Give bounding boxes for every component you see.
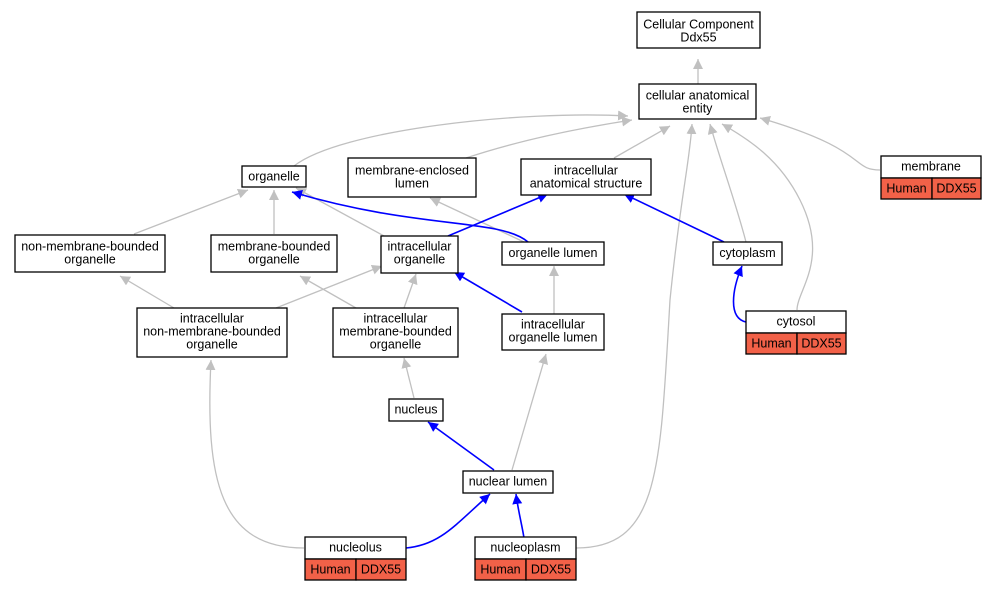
node-non-membrane-bounded-organelle[interactable]: non-membrane-bounded organelle xyxy=(14,234,166,273)
node-label: anatomical structure xyxy=(530,176,643,190)
node-label: intracellular xyxy=(521,317,585,331)
edge-ol-to-mel xyxy=(429,197,525,243)
edge-nl-to-nucleus xyxy=(427,421,495,471)
node-intracellular-membrane-bounded-organelle[interactable]: intracellular membrane-bounded organelle xyxy=(332,307,459,358)
edge-nucleolus-to-nl xyxy=(405,493,491,549)
node-label: intracellular xyxy=(180,311,244,325)
edge-nmbo-to-organelle xyxy=(133,188,249,235)
edge-nl-to-iol xyxy=(511,353,548,471)
node-label: nucleolus xyxy=(329,540,382,554)
node-label: entity xyxy=(683,101,714,115)
edge-membrane-to-cae xyxy=(759,115,881,171)
edge-nucleus-to-imbo xyxy=(401,357,415,399)
edge-ias-to-cae xyxy=(613,125,671,159)
node-label: organelle xyxy=(64,252,115,266)
node-label: membrane-bounded xyxy=(218,239,331,253)
edge-cytoplasm-to-ias xyxy=(623,193,725,243)
node-nucleus[interactable]: nucleus xyxy=(388,398,444,422)
node-nuclear-lumen[interactable]: nuclear lumen xyxy=(462,470,554,494)
node-label: membrane xyxy=(901,159,961,173)
node-label: non-membrane-bounded xyxy=(21,239,159,253)
node-nucleolus[interactable]: nucleolus Human DDX55 xyxy=(304,536,407,581)
annotation-species: Human xyxy=(751,336,791,350)
node-label: organelle xyxy=(370,337,421,351)
annotation-species: Human xyxy=(886,181,926,195)
annotation-species: Human xyxy=(480,562,520,576)
node-membrane-bounded-organelle[interactable]: membrane-bounded organelle xyxy=(210,234,338,273)
node-intracellular-organelle[interactable]: intracellular organelle xyxy=(380,235,459,274)
node-label: lumen xyxy=(395,176,429,190)
node-intracellular-organelle-lumen[interactable]: intracellular organelle lumen xyxy=(501,313,605,351)
annotation-gene: DDX55 xyxy=(801,336,841,350)
node-label: cellular anatomical xyxy=(646,88,750,102)
annotation-gene: DDX55 xyxy=(361,562,401,576)
node-label: nuclear lumen xyxy=(469,474,548,488)
node-label: membrane-bounded xyxy=(339,324,452,338)
edge-imbo-to-mbo xyxy=(299,275,357,309)
edge-inmbo-to-io xyxy=(275,265,383,309)
node-label: nucleoplasm xyxy=(490,540,560,554)
annotation-species: Human xyxy=(310,562,350,576)
node-label: organelle lumen xyxy=(509,246,598,260)
node-label: organelle xyxy=(394,252,445,266)
edge-imbo-to-io xyxy=(403,273,418,309)
node-label: membrane-enclosed xyxy=(355,163,469,177)
edge-cytosol-to-cae xyxy=(721,123,814,311)
node-label: intracellular xyxy=(554,163,618,177)
edge-cytosol-to-cytoplasm xyxy=(732,265,747,323)
edge-nucleoplasm-to-cae xyxy=(575,123,697,549)
edge-iol-to-io xyxy=(453,271,523,313)
edge-cytoplasm-to-cae xyxy=(707,123,747,243)
node-organelle-lumen[interactable]: organelle lumen xyxy=(501,241,605,266)
node-cytoplasm[interactable]: cytoplasm xyxy=(712,241,783,266)
node-label: organelle xyxy=(248,252,299,266)
edges xyxy=(119,59,881,549)
nodes: Cellular Component Ddx55 cellular anatom… xyxy=(14,11,982,581)
node-label: organelle xyxy=(248,169,299,183)
node-label: intracellular xyxy=(364,311,428,325)
node-label: nucleus xyxy=(394,402,437,416)
node-label: organelle lumen xyxy=(509,330,598,344)
annotation-gene: DDX55 xyxy=(936,181,976,195)
node-label: organelle xyxy=(186,337,237,351)
node-intracellular-anatomical-structure[interactable]: intracellular anatomical structure xyxy=(520,158,652,196)
node-label: intracellular xyxy=(388,239,452,253)
edge-ol-to-organelle xyxy=(291,190,529,243)
node-label: cytosol xyxy=(777,314,816,328)
node-membrane[interactable]: membrane Human DDX55 xyxy=(880,155,982,200)
node-label: Ddx55 xyxy=(680,30,716,44)
node-nucleoplasm[interactable]: nucleoplasm Human DDX55 xyxy=(474,536,577,581)
annotation-gene: DDX55 xyxy=(531,562,571,576)
node-label: Cellular Component xyxy=(643,17,754,31)
edge-inmbo-to-nmbo xyxy=(119,275,175,309)
edge-io-to-organelle xyxy=(295,187,385,237)
node-cellular-anatomical-entity[interactable]: cellular anatomical entity xyxy=(638,83,757,120)
edge-mel-to-cae xyxy=(465,116,633,159)
edge-nucleoplasm-to-nl xyxy=(512,493,525,539)
node-intracellular-non-membrane-bounded-organelle[interactable]: intracellular non-membrane-bounded organ… xyxy=(136,307,288,358)
node-organelle[interactable]: organelle xyxy=(241,165,307,188)
node-cytosol[interactable]: cytosol Human DDX55 xyxy=(745,310,847,355)
node-membrane-enclosed-lumen[interactable]: membrane-enclosed lumen xyxy=(347,157,477,198)
node-label: cytoplasm xyxy=(719,246,775,260)
node-cellular-component[interactable]: Cellular Component Ddx55 xyxy=(636,11,761,49)
node-label: non-membrane-bounded xyxy=(143,324,281,338)
edge-io-to-ias xyxy=(447,193,549,237)
edge-organelle-to-cae xyxy=(293,110,629,167)
edge-nucleolus-to-inmbo xyxy=(205,359,305,549)
